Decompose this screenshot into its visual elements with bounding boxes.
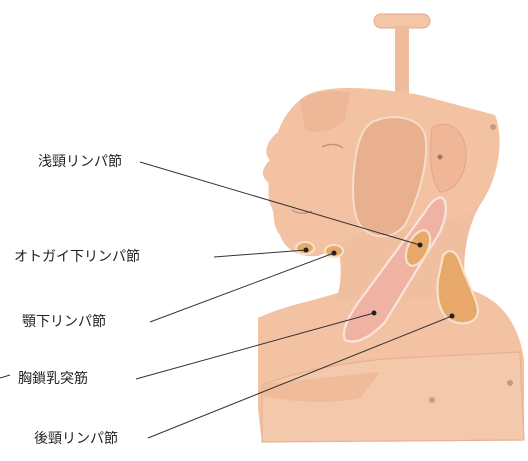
anchor-dot-sternocleidomastoid [372, 311, 377, 316]
anchor-dot-superficial-cervical [418, 243, 423, 248]
leader-line-sternocleidomastoid-tail [0, 375, 10, 378]
leader-line-mental [214, 250, 306, 257]
label-posterior-cervical-node: 後頸リンパ節 [34, 431, 118, 447]
label-mental-node: オトガイ下リンパ節 [14, 249, 140, 265]
anchor-dot-submandibular [332, 251, 337, 256]
label-sternocleidomastoid: 胸鎖乳突筋 [18, 371, 88, 387]
anchor-dot-posterior-cervical [450, 314, 455, 319]
posterior-cervical-node [438, 251, 479, 323]
label-superficial-cervical-node: 浅頸リンパ節 [38, 154, 122, 170]
anchor-dot-mental [304, 248, 309, 253]
label-submandibular-node: 顎下リンパ節 [22, 314, 106, 330]
